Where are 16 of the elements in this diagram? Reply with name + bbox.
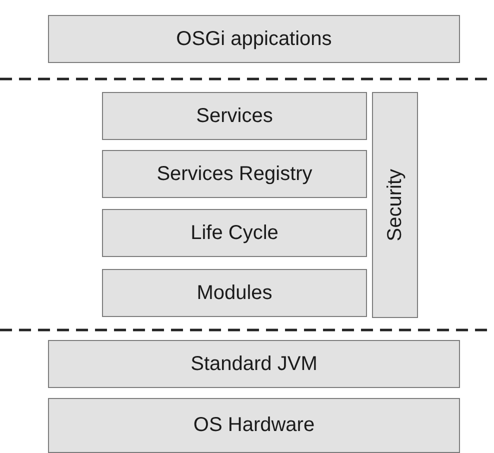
layer-label: Security <box>384 168 406 242</box>
layer-box <box>102 92 367 140</box>
layer-label: Standard JVM <box>190 352 318 376</box>
layer-label: OS Hardware <box>193 414 315 437</box>
layer-box <box>102 150 367 198</box>
layer-label: Life Cycle <box>190 222 278 244</box>
layer-label: OSGi appications <box>176 28 332 50</box>
layer-box <box>372 92 418 318</box>
layer-label: Modules <box>196 282 272 304</box>
layer-box <box>48 340 460 388</box>
layer-box <box>102 269 367 317</box>
layer-label: Services <box>196 104 273 128</box>
layer-box <box>102 209 367 257</box>
layer-box <box>48 398 460 453</box>
layer-box <box>48 15 460 63</box>
layer-label: Services Registry <box>156 162 312 186</box>
